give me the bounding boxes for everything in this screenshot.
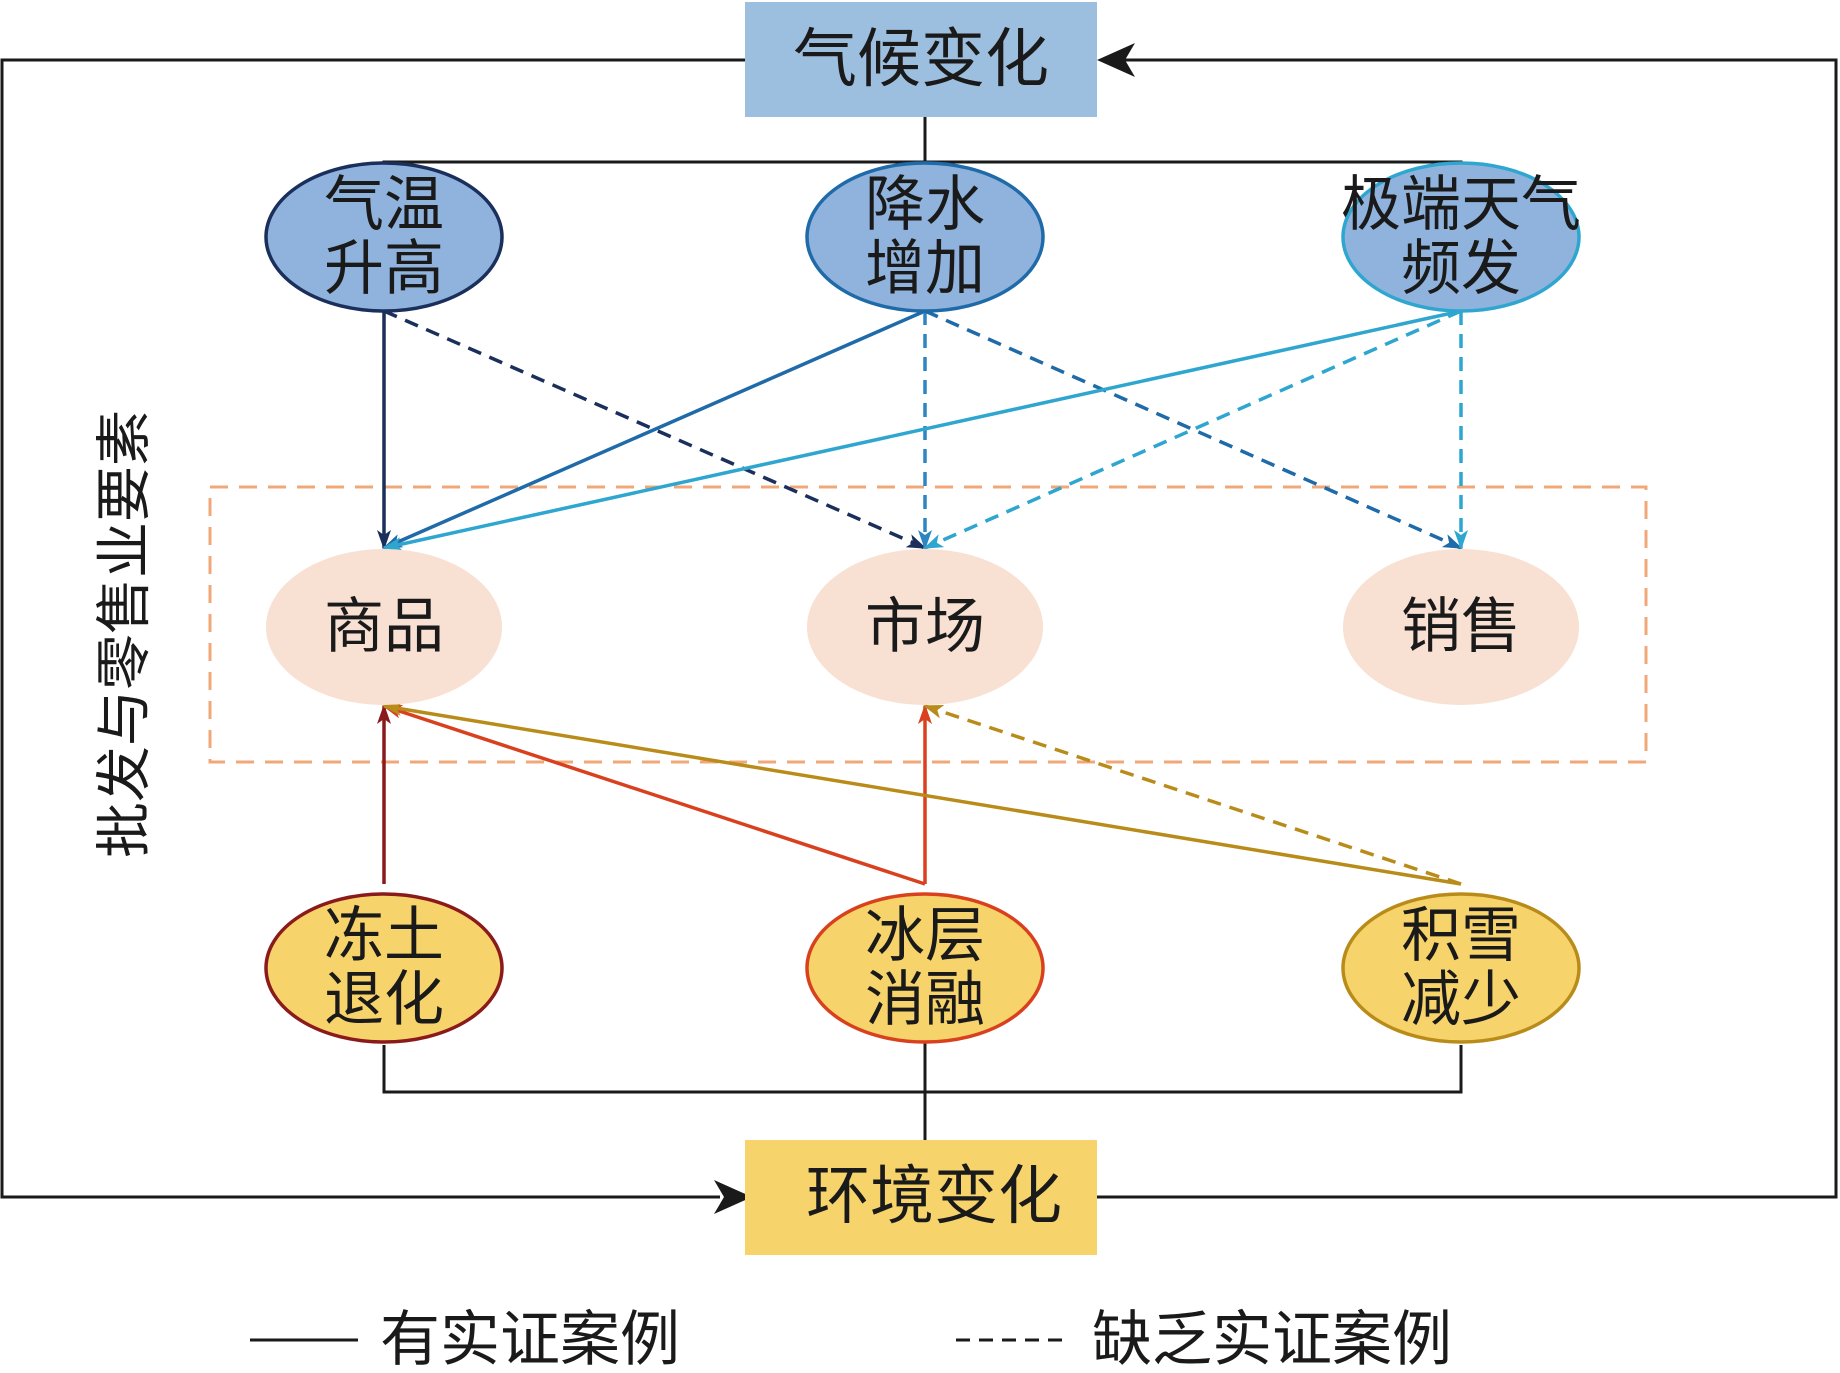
env-label-permafrost-1: 退化 [324,965,444,1035]
env-label-snow-1: 减少 [1401,965,1521,1035]
climate-ellipse-precip [805,161,1045,313]
legend: 有实证案例 缺乏实证案例 [250,1305,1452,1373]
side-label: 批发与零售业要素 [93,410,158,858]
retail-label-goods-0: 商品 [324,592,444,662]
env-label-snow-0: 积雪 [1401,901,1521,971]
climate-change-box: 气候变化 [745,2,1097,117]
climate-label-precip-1: 增加 [865,234,985,304]
feedback-loop [0,43,1838,1214]
env-ellipse-snow [1341,892,1581,1044]
edge-snow-to-goods [382,702,1462,886]
retail-node-sales: 销售 [1343,549,1579,705]
environment-change-box: 环境变化 [745,1140,1097,1255]
edge-precip-to-goods [382,309,926,550]
loop-arrow-into-climate-icon [1097,43,1135,77]
climate-label-extreme-0: 极端天气 [1341,170,1581,240]
edges-layer [377,309,1468,886]
env-ellipse-permafrost [264,892,504,1044]
climate-ellipse-temp [264,161,504,313]
retail-label-sales-0: 销售 [1401,592,1521,662]
loop-right-line [1097,58,1838,1199]
loop-left-line [0,58,745,1199]
edge-ice-to-goods [382,704,926,886]
edge-extreme-to-market [923,309,1462,550]
env-label-ice-0: 冰层 [865,901,985,971]
legend-dashed-label: 缺乏实证案例 [1092,1305,1452,1373]
climate-change-label: 气候变化 [793,23,1049,97]
climate-label-temp-0: 气温 [324,170,444,240]
climate-label-extreme-1: 频发 [1401,234,1521,304]
env-bracket [382,1045,1463,1094]
env-label-ice-1: 消融 [865,965,985,1035]
env-label-permafrost-0: 冻土 [324,901,444,971]
env-ellipse-ice [805,892,1045,1044]
retail-label-market-0: 市场 [865,592,985,662]
retail-ellipse-sales [1343,549,1579,705]
edge-snow-to-market [923,704,1462,886]
retail-ellipse-goods [266,549,502,705]
retail-node-market: 市场 [807,549,1043,705]
retail-ellipse-market [807,549,1043,705]
loop-arrow-into-environment-icon [714,1180,752,1214]
environment-change-label: 环境变化 [806,1160,1062,1234]
legend-solid-label: 有实证案例 [380,1305,680,1373]
climate-label-precip-0: 降水 [865,170,985,240]
climate-ellipse-extreme [1341,161,1581,313]
edge-extreme-to-goods [382,309,1462,551]
edge-precip-to-sales [924,309,1463,550]
climate-label-temp-1: 升高 [324,234,444,304]
retail-node-goods: 商品 [266,549,502,705]
retail-group-frame [208,485,1648,764]
edge-temp-to-market [383,309,927,550]
